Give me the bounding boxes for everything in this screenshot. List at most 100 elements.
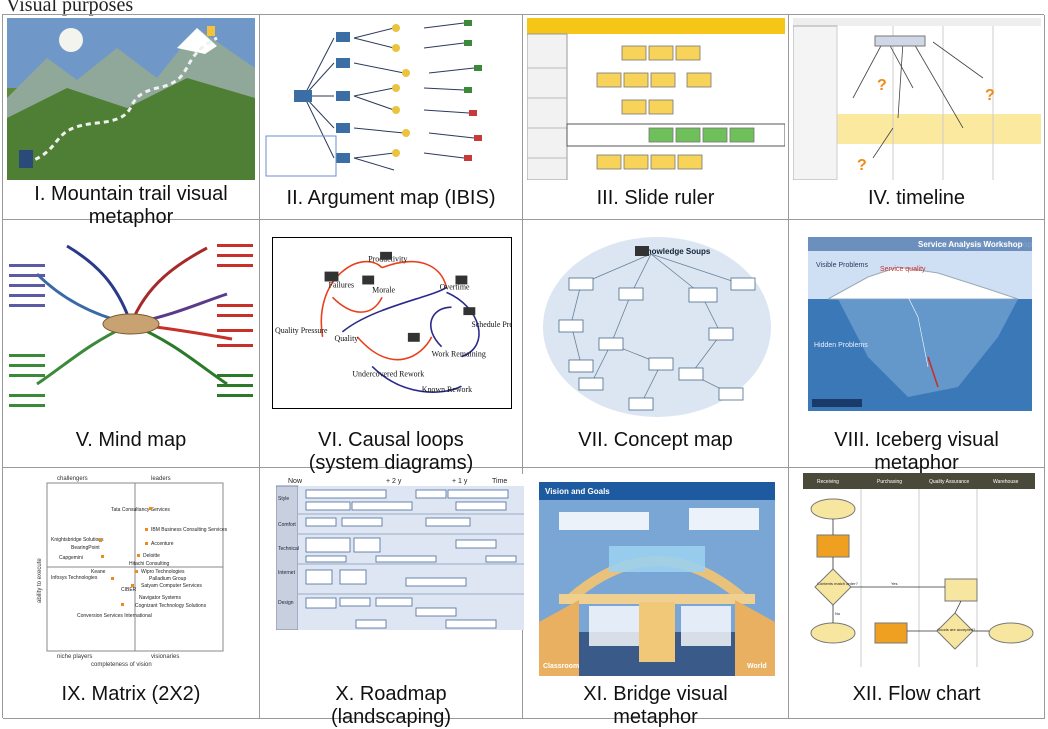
panel-label: VIII. Iceberg visual metaphor [789,429,1044,475]
causal-node: Work Remaining [432,350,486,359]
concept-title: Knowledge Soups [641,247,711,256]
label-line-1: VII. Concept map [578,429,733,451]
quadrant-label: leaders [151,476,171,482]
panel-roadmap: Now + 2 y + 1 y Time [260,468,524,728]
panel-mountain-trail: I. Mountain trail visual metaphor [3,15,260,228]
company-label: Navigator Systems [139,595,181,601]
quadrant-label: challengers [57,476,88,482]
panel-label: I. Mountain trail visual metaphor [3,183,259,229]
flow-decision-1: Contents match order? [817,581,858,586]
roadmap-now: Now [288,478,303,485]
company-label: Infosys Technologies [51,575,98,581]
panel-concept-map: Knowledge Soups VII. Concept map [523,220,789,468]
company-label: Wipro Technologies [141,569,185,575]
y-axis-label: ability to execute [37,558,43,603]
label-line-2: metaphor [613,706,698,728]
iceberg-thumbnail: Service Analysis Workshop Service Analys… [808,237,1032,411]
bridge-title: Vision and Goals [545,487,610,496]
company-label: Capgemini [59,555,83,561]
panel-argument-map: II. Argument map (IBIS) [260,15,523,220]
figure-grid: I. Mountain trail visual metaphor [2,14,1045,728]
panel-label: XI. Bridge visual metaphor [523,683,788,729]
bridge-right-label: World [747,663,767,670]
roadmap-plus2: + 2 y [386,478,402,485]
label-line-1: III. Slide ruler [596,187,715,209]
mind-map-thumbnail [7,234,255,414]
concept-map-thumbnail: Knowledge Soups [541,234,773,420]
flow-chart-thumbnail: Receiving Purchasing Quality Assurance W… [803,473,1035,667]
roadmap-row: Comfort [278,522,296,528]
panel-label: X. Roadmap (landscaping) [260,683,522,729]
label-line-1: XII. Flow chart [852,683,981,705]
panel-iceberg: Service Analysis Workshop Service Analys… [789,220,1045,474]
company-label: Satyam Computer Services [141,583,202,589]
flow-lane: Warehouse [993,479,1019,485]
flow-lane: Quality Assurance [929,479,970,485]
label-line-1: V. Mind map [75,429,187,451]
panel-label: VII. Concept map [523,429,788,452]
label-line-1: II. Argument map (IBIS) [286,187,496,209]
roadmap-thumbnail: Now + 2 y + 1 y Time [276,474,524,630]
panel-matrix: challengers leaders niche players vision… [3,468,260,719]
panel-timeline: ??? IV. timeline [789,15,1045,220]
roadmap-row: Design [278,600,294,606]
bridge-left-label: Classroom [543,663,579,670]
causal-loops-thumbnail: Productivity Failures Morale Overtime Qu… [272,237,512,409]
company-label: IBM Business Consulting Services [151,527,228,533]
roadmap-row: Technical [278,546,299,552]
panel-bridge: Vision and Goals Classroom World XI. Bri… [523,468,789,728]
causal-node: Quality [334,334,358,343]
label-line-1: IV. timeline [867,187,966,209]
panel-label: IV. timeline [789,187,1044,210]
panel-label: II. Argument map (IBIS) [260,187,522,210]
mountain-trail-thumbnail [7,18,255,180]
flow-no: No [835,611,841,616]
label-line-2: (system diagrams) [308,452,474,474]
company-label: BearingPoint [71,545,100,551]
causal-node: Undercovered Rework [352,369,424,378]
panel-label: III. Slide ruler [523,187,788,210]
company-label: Tata Consultancy Services [111,507,170,513]
causal-node: Overtime [440,282,470,291]
company-label: Accenture [151,541,174,547]
panel-flow-chart: Receiving Purchasing Quality Assurance W… [789,468,1045,719]
causal-node: Schedule Pressure [471,320,511,329]
label-line-1: VIII. Iceberg visual [834,429,999,451]
panel-label: IX. Matrix (2X2) [3,683,259,706]
company-label: Conversion Services International [77,613,152,619]
label-line-2: (landscaping) [330,706,452,728]
flow-decision-2: Goods are accepted? [937,627,976,632]
svg-text:?: ? [985,87,995,104]
quadrant-label: niche players [57,654,92,660]
company-label: Cognizant Technology Solutions [135,603,207,609]
company-label: Deloitte [143,553,160,559]
causal-node: Failures [329,280,355,289]
panel-causal-loops: Productivity Failures Morale Overtime Qu… [260,220,523,474]
company-label: Palladium Group [149,576,186,582]
timeline-thumbnail: ??? [793,18,1041,180]
bridge-thumbnail: Vision and Goals Classroom World [539,482,775,676]
slide-ruler-thumbnail [527,18,785,180]
top-caption: Visual purposes [6,0,134,16]
matrix-thumbnail: challengers leaders niche players vision… [31,473,231,668]
iceberg-center-label: Service quality [880,266,926,273]
label-line-1: XI. Bridge visual [583,683,728,705]
x-axis-label: completeness of vision [91,662,152,668]
label-line-2: metaphor [874,452,959,474]
roadmap-plus1: + 1 y [452,478,468,485]
iceberg-visible-label: Visible Problems [816,262,869,269]
flow-lane: Purchasing [877,479,902,485]
argument-map-thumbnail [264,18,519,180]
panel-label: VI. Causal loops (system diagrams) [260,429,522,475]
company-label: CIBER [121,587,137,593]
causal-node: Known Rework [422,385,472,394]
panel-mind-map: V. Mind map [3,220,260,468]
causal-node: Quality Pressure [275,326,328,335]
company-label: Knightsbridge Solutions [51,537,104,543]
panel-label: XII. Flow chart [789,683,1044,706]
iceberg-title-overlay: Service Analysis Workshop [918,240,1023,249]
flow-lane: Receiving [817,479,839,485]
roadmap-row: Internet [278,570,296,576]
panel-slide-ruler: III. Slide ruler [523,15,789,220]
company-label: Keane [91,569,106,575]
